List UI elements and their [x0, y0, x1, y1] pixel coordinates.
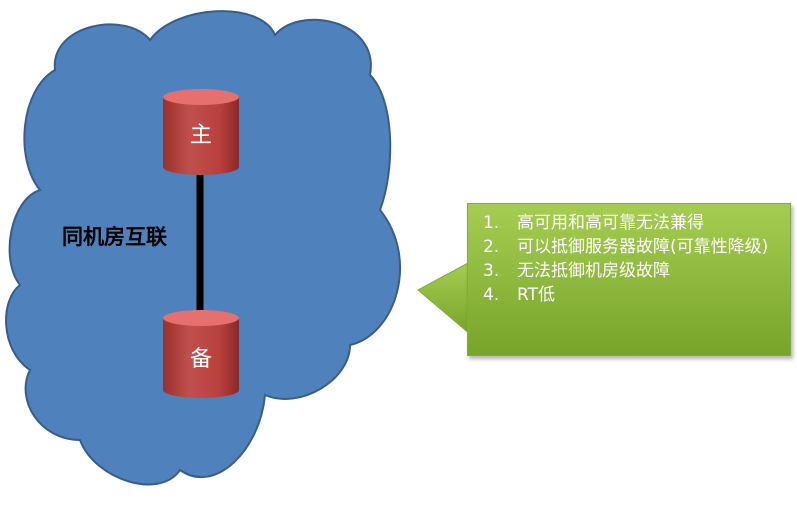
- standby-database: 备: [163, 310, 239, 398]
- callout-item: 1. 高可用和高可靠无法兼得: [478, 211, 782, 235]
- callout-item-text: 无法抵御机房级故障: [517, 261, 670, 281]
- callout-item-number: 1.: [483, 213, 500, 233]
- callout-item-text: 高可用和高可靠无法兼得: [517, 213, 704, 233]
- callout-item-text: RT低: [517, 285, 555, 305]
- standby-database-label: 备: [190, 347, 212, 372]
- callout-pointer: [417, 261, 471, 336]
- callout-item-text: 可以抵御服务器故障(可靠性降级): [517, 237, 769, 257]
- primary-database-label: 主: [190, 123, 212, 148]
- callout-item: 2. 可以抵御服务器故障(可靠性降级): [478, 235, 782, 259]
- callout-box: 1. 高可用和高可靠无法兼得 2. 可以抵御服务器故障(可靠性降级) 3. 无法…: [467, 203, 791, 356]
- callout-item-number: 4.: [483, 285, 500, 305]
- interconnect-label: 同机房互联: [62, 225, 167, 249]
- callout-item-number: 2.: [483, 237, 500, 257]
- primary-database: 主: [163, 89, 239, 175]
- callout-list: 1. 高可用和高可靠无法兼得 2. 可以抵御服务器故障(可靠性降级) 3. 无法…: [478, 211, 782, 307]
- callout-item: 3. 无法抵御机房级故障: [478, 259, 782, 283]
- callout-item-number: 3.: [483, 261, 500, 281]
- callout-item: 4. RT低: [478, 283, 782, 307]
